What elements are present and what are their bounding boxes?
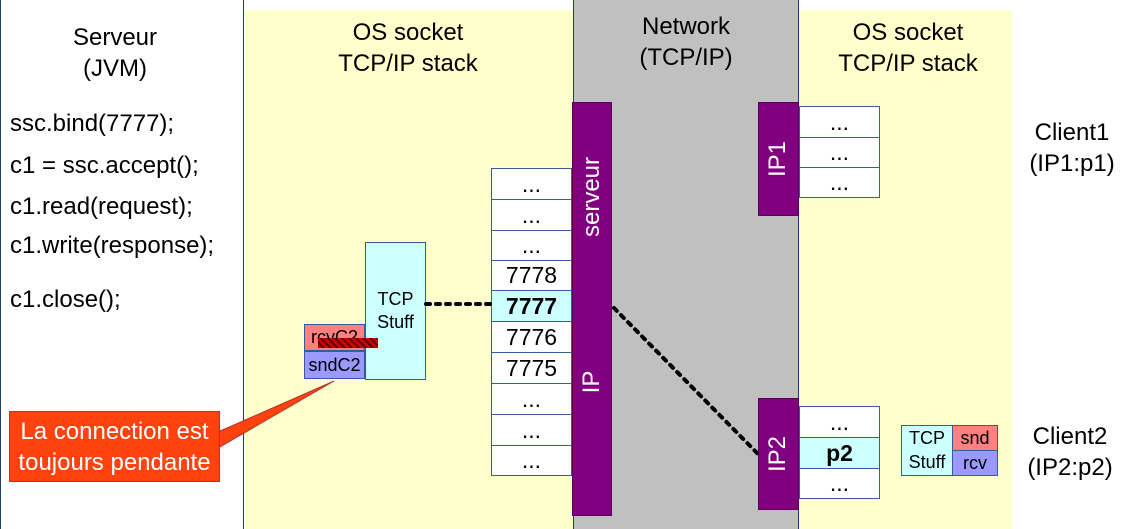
tcp-stuff-box: [365, 242, 426, 380]
server-title-line2: (JVM): [83, 55, 147, 82]
client2-tcp-label: TCP Stuff: [901, 426, 953, 474]
server-ip-bar: [572, 102, 612, 516]
divider-line: [243, 0, 244, 529]
client1-line1: Client1: [1034, 119, 1110, 146]
rcv-hatch: [318, 338, 378, 348]
port-cell: ...: [491, 199, 572, 231]
ip1-bar: [758, 102, 799, 216]
client2-rcv-label: rcv: [963, 453, 987, 473]
snd-buffer: sndC2: [304, 351, 365, 379]
client2-tcp-box: [901, 425, 953, 476]
port-label: 7776: [505, 324, 558, 350]
client2-tcp-line2: Stuff: [908, 452, 946, 472]
port-label: 7777: [505, 293, 558, 319]
network-title-line1: Network: [641, 13, 731, 40]
port-label: 7775: [505, 355, 558, 381]
client2-line2: (IP2:p2): [1027, 454, 1113, 481]
os-left-title-line2: TCP/IP stack: [338, 50, 478, 77]
port-cell: ...: [491, 414, 572, 446]
port-cell: ...: [491, 445, 572, 476]
port-label: ...: [521, 171, 542, 197]
os-right-title: OS socket TCP/IP stack: [800, 17, 1016, 79]
port-label: ...: [829, 470, 850, 496]
port-label: ...: [521, 232, 542, 258]
code-line-close: c1.close();: [10, 286, 121, 313]
port-label: ...: [521, 447, 542, 473]
client2-line1: Client2: [1032, 423, 1108, 450]
port-label: ...: [521, 202, 542, 228]
client1-label: Client1 (IP1:p1): [1016, 117, 1123, 179]
network-title-line2: (TCP/IP): [639, 44, 733, 71]
code-line-bind: ssc.bind(7777);: [10, 110, 175, 137]
code-line-read: c1.read(request);: [10, 193, 193, 220]
code-line-write: c1.write(response);: [10, 232, 215, 259]
client2-rcv-buffer: rcv: [952, 450, 998, 476]
ip2-port-cell: ...: [799, 468, 880, 499]
os-left-title: OS socket TCP/IP stack: [278, 17, 538, 79]
network-title: Network (TCP/IP): [574, 11, 798, 73]
port-label: ...: [829, 139, 850, 165]
client1-line2: (IP1:p1): [1029, 150, 1115, 177]
port-label: ...: [829, 109, 850, 135]
port-label: 7778: [505, 262, 558, 288]
tcp-stuff-line2: Stuff: [377, 312, 414, 332]
port-cell: 7775: [491, 352, 572, 384]
server-title-line1: Serveur: [72, 24, 158, 51]
port-label: ...: [521, 417, 542, 443]
port-cell-7777: 7777: [491, 290, 572, 322]
divider-line: [798, 0, 799, 529]
server-to-ip2-connector: [612, 306, 761, 457]
client2-tcp-line1: TCP: [909, 428, 945, 448]
os-right-title-line2: TCP/IP stack: [838, 50, 978, 77]
tcp-stuff-line1: TCP: [377, 289, 414, 309]
port-label: ...: [829, 409, 850, 435]
port-label: ...: [829, 169, 850, 195]
client2-snd-label: snd: [960, 428, 990, 448]
ip1-port-cell: ...: [799, 167, 880, 198]
os-left-title-line1: OS socket: [352, 19, 464, 46]
snd-buffer-label: sndC2: [308, 355, 361, 375]
port-cell: 7776: [491, 321, 572, 353]
ip1-port-cell: ...: [799, 106, 880, 138]
callout-pointer: [217, 380, 335, 449]
callout-box: La connection est toujours pendante: [9, 411, 220, 482]
port-label: p2: [826, 440, 853, 466]
ip2-port-cell: ...: [799, 406, 880, 438]
code-line-accept: c1 = ssc.accept();: [10, 152, 199, 179]
client2-label: Client2 (IP2:p2): [1014, 421, 1123, 483]
callout-line2: toujours pendante: [18, 449, 211, 476]
tcp-stuff-label: TCP Stuff: [365, 288, 426, 334]
divider-line: [0, 0, 1, 529]
server-title: Serveur (JVM): [20, 22, 210, 84]
port-cell: ...: [491, 230, 572, 261]
ip2-port-cell-p2: p2: [799, 437, 880, 469]
callout-line1: La connection est: [20, 418, 209, 445]
ip2-bar: [758, 398, 799, 510]
port-label: ...: [521, 386, 542, 412]
os-right-title-line1: OS socket: [852, 19, 964, 46]
client2-snd-buffer: snd: [952, 425, 998, 451]
